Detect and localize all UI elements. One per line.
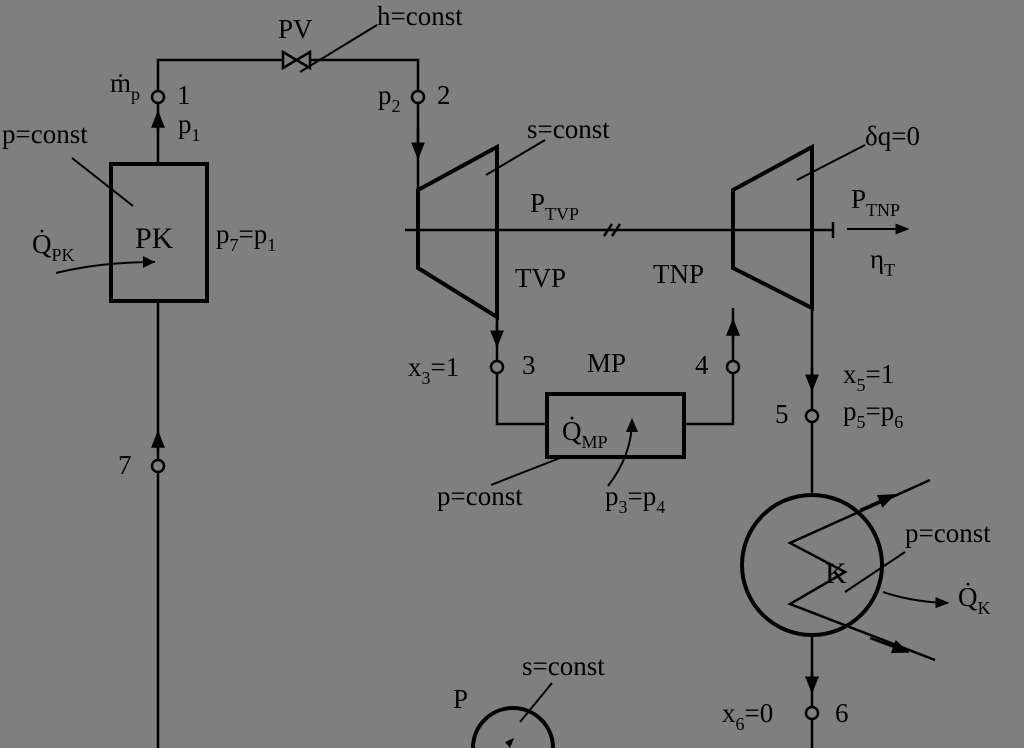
label-node1: 1 — [177, 80, 191, 110]
label-x6: x6=0 — [722, 698, 773, 734]
label-k: K — [825, 557, 847, 590]
label-mp: MP — [587, 348, 626, 378]
label-p7-eq: p7=p1 — [216, 219, 276, 255]
boiler-pk — [109, 162, 209, 303]
node-4 — [725, 359, 741, 375]
node-1 — [150, 89, 166, 105]
label-p2: p2 — [378, 80, 401, 116]
label-h-const: h=const — [377, 1, 463, 31]
qmp-arrowhead — [626, 418, 638, 432]
label-q-mp: Q̇MP — [562, 416, 608, 452]
label-node2: 2 — [437, 80, 451, 110]
condenser-k — [740, 478, 936, 662]
node-2 — [410, 89, 426, 105]
qpk-arrowhead — [143, 256, 155, 268]
labels: PV h=const ṁp 1 p1 p2 2 p=const s=const … — [2, 1, 991, 734]
label-p5-eq: p5=p6 — [843, 396, 903, 432]
label-node3: 3 — [522, 350, 536, 380]
pipe-mp-to-tnp — [684, 308, 735, 426]
label-node4: 4 — [695, 350, 709, 380]
label-s-const-tvp: s=const — [527, 114, 610, 144]
pump-arrow — [505, 738, 514, 748]
label-q-k: Q̇K — [958, 582, 991, 618]
label-tnp: TNP — [653, 259, 704, 289]
pipe-tvp-to-mp — [495, 317, 547, 426]
label-p3-eq: p3=p4 — [605, 481, 665, 517]
node-3 — [489, 359, 505, 375]
pump-p — [471, 706, 555, 748]
throttle-valve — [281, 49, 312, 71]
turbine-tvp — [416, 143, 499, 321]
label-pv: PV — [278, 14, 313, 44]
label-x5: x5=1 — [843, 359, 894, 395]
label-p-const-k: p=const — [905, 518, 991, 548]
label-node6: 6 — [835, 698, 849, 728]
label-pump: P — [453, 684, 468, 714]
state-points — [150, 89, 820, 721]
label-p-const-pk: p=const — [2, 119, 88, 149]
label-mass-flow: ṁp — [110, 68, 140, 104]
turbine-shaft — [405, 222, 835, 238]
turbine-tnp — [731, 143, 814, 312]
node-7 — [150, 458, 166, 474]
label-eta: ηT — [870, 244, 895, 280]
label-tvp: TVP — [515, 263, 566, 293]
label-dq0: δq=0 — [865, 121, 920, 151]
label-x3: x3=1 — [408, 352, 459, 388]
node-6 — [804, 705, 820, 721]
label-p1: p1 — [178, 109, 201, 145]
label-q-pk: Q̇PK — [32, 229, 75, 265]
label-node7: 7 — [118, 450, 132, 480]
label-power-tvp: PTVP — [530, 188, 579, 224]
label-pk: PK — [135, 222, 174, 255]
cooling-coil — [787, 478, 936, 662]
label-node5: 5 — [775, 399, 789, 429]
label-p-const-mp: p=const — [437, 481, 523, 511]
flow-arrows — [151, 110, 819, 694]
reheater-mp — [545, 392, 686, 459]
label-power-tnp: PTNP — [851, 184, 900, 220]
label-s-const-p: s=const — [522, 651, 605, 681]
node-5 — [804, 408, 820, 424]
